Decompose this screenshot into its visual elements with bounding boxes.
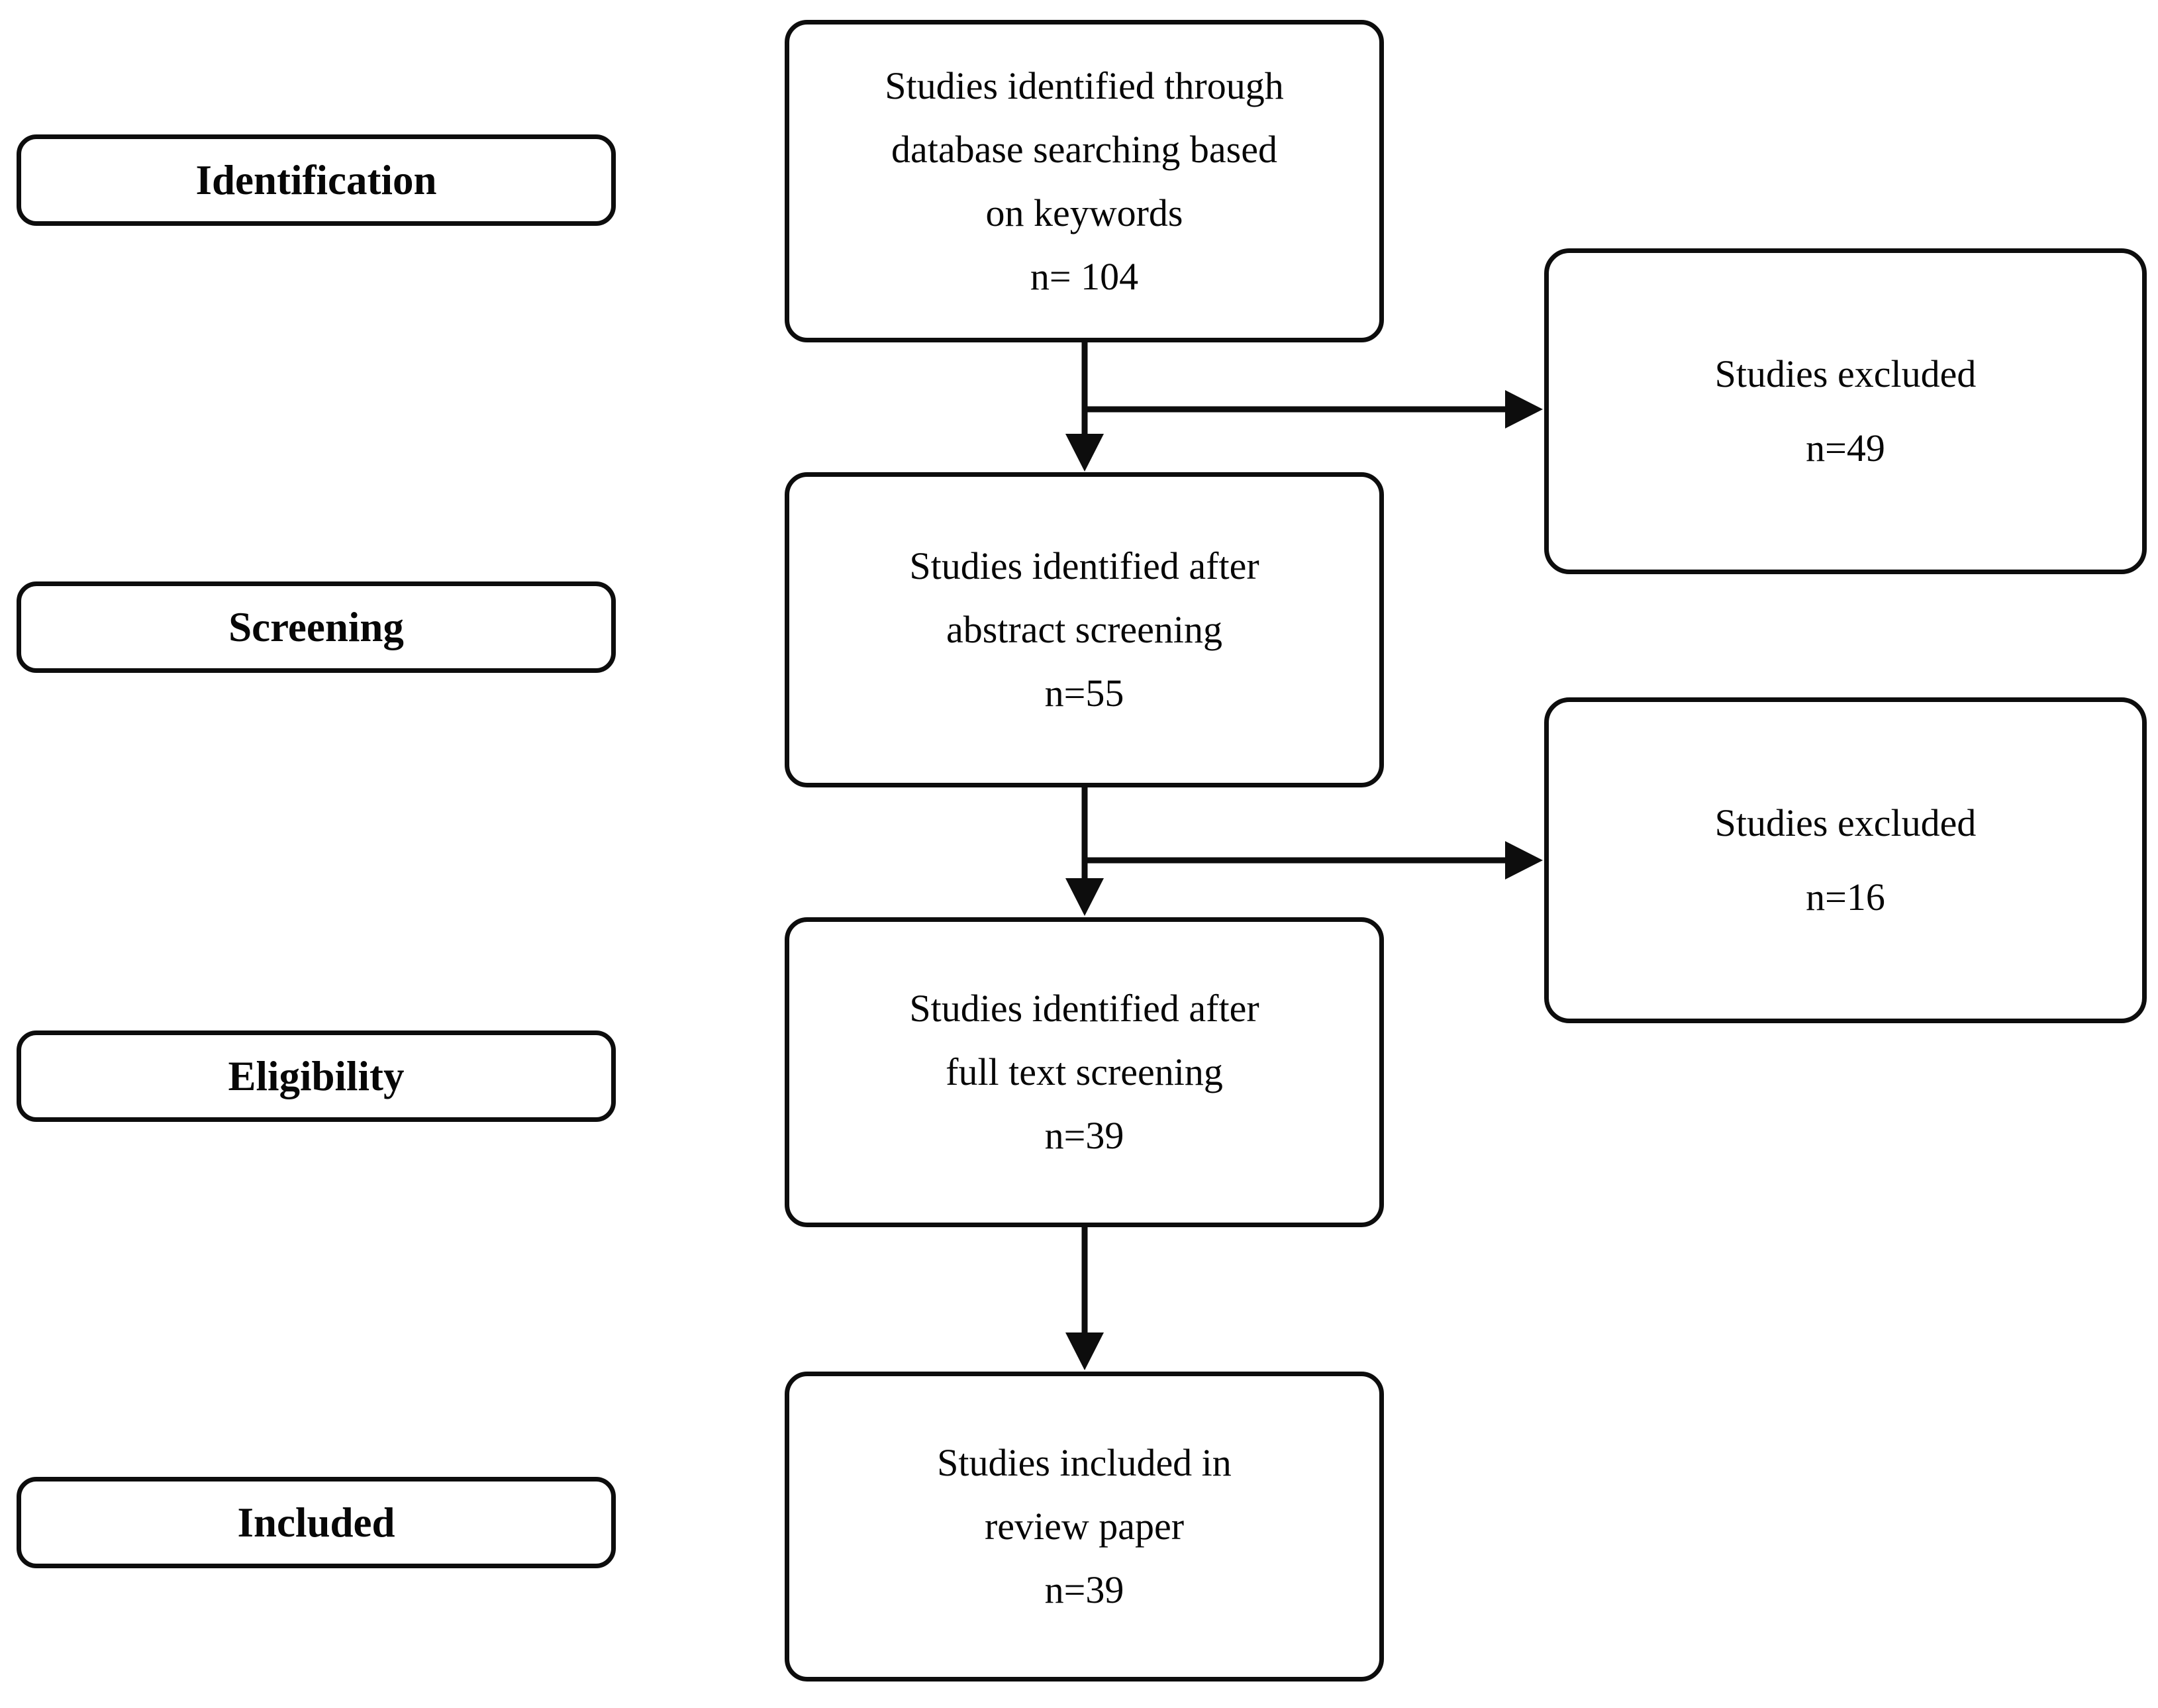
stage-label-eligibility: Eligibility — [17, 1030, 616, 1122]
box-text-line: Studies excluded — [1714, 801, 1977, 844]
stage-label-screening: Screening — [17, 581, 616, 673]
box-text-line: Studies identified through — [885, 64, 1284, 107]
box-text-line: Studies identified after — [909, 987, 1259, 1030]
box-text-line: database searching based — [891, 127, 1277, 171]
arrow-eligibility-to-included — [1065, 1227, 1104, 1370]
excluded-box-2: Studies excluded n=16 — [1544, 697, 2147, 1023]
flow-box-full-text-screening: Studies identified after full text scree… — [785, 917, 1384, 1227]
flow-box-text: Studies identified after abstract screen… — [789, 534, 1379, 725]
box-text-line: Studies included in — [937, 1441, 1232, 1484]
stage-label-included: Included — [17, 1477, 616, 1568]
flow-box-text: Studies identified after full text scree… — [789, 977, 1379, 1168]
box-text-line: full text screening — [946, 1050, 1223, 1093]
box-count: n=39 — [1044, 1114, 1124, 1157]
stage-label-text: Included — [237, 1499, 395, 1546]
flow-box-included-review: Studies included in review paper n=39 — [785, 1372, 1384, 1682]
box-text-line: on keywords — [985, 191, 1183, 234]
flow-box-abstract-screening: Studies identified after abstract screen… — [785, 472, 1384, 787]
flow-box-text: Studies included in review paper n=39 — [789, 1431, 1379, 1622]
box-count: n=16 — [1806, 876, 1885, 919]
box-text-line: abstract screening — [946, 608, 1223, 651]
stage-label-text: Identification — [195, 157, 437, 203]
excluded-box-1: Studies excluded n=49 — [1544, 248, 2147, 574]
box-text-line: Studies excluded — [1714, 352, 1977, 395]
arrow-branch-to-excluded-2 — [1085, 841, 1543, 879]
box-count: n= 104 — [1030, 254, 1139, 298]
stage-label-text: Eligibility — [228, 1053, 405, 1099]
excluded-box-text: Studies excluded n=16 — [1549, 786, 2142, 934]
stage-label-text: Screening — [228, 604, 404, 650]
arrow-branch-to-excluded-1 — [1085, 390, 1543, 428]
box-text-line: review paper — [984, 1505, 1185, 1548]
box-count: n=39 — [1044, 1568, 1124, 1611]
excluded-box-text: Studies excluded n=49 — [1549, 337, 2142, 485]
flow-box-identification: Studies identified through database sear… — [785, 20, 1384, 342]
flow-box-text: Studies identified through database sear… — [789, 54, 1379, 309]
box-count: n=49 — [1806, 427, 1885, 470]
arrow-identification-to-screening — [1065, 342, 1104, 472]
box-text-line: Studies identified after — [909, 544, 1259, 587]
box-count: n=55 — [1044, 672, 1124, 715]
arrow-screening-to-eligibility — [1065, 787, 1104, 916]
stage-label-identification: Identification — [17, 134, 616, 226]
